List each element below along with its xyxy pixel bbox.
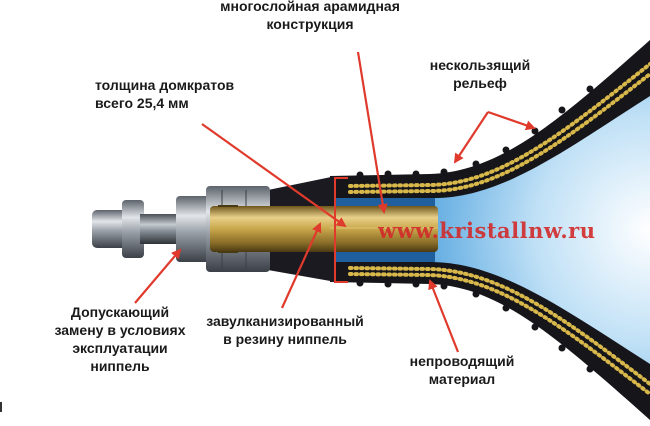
arrow-relief-2 (488, 112, 534, 128)
arrow-relief-1 (455, 112, 488, 162)
edge-tick (0, 402, 2, 412)
watermark-text: www.kristallnw.ru (378, 218, 596, 243)
arrow-nipple-replace (135, 250, 180, 303)
arrow-nonconductive (430, 281, 458, 352)
